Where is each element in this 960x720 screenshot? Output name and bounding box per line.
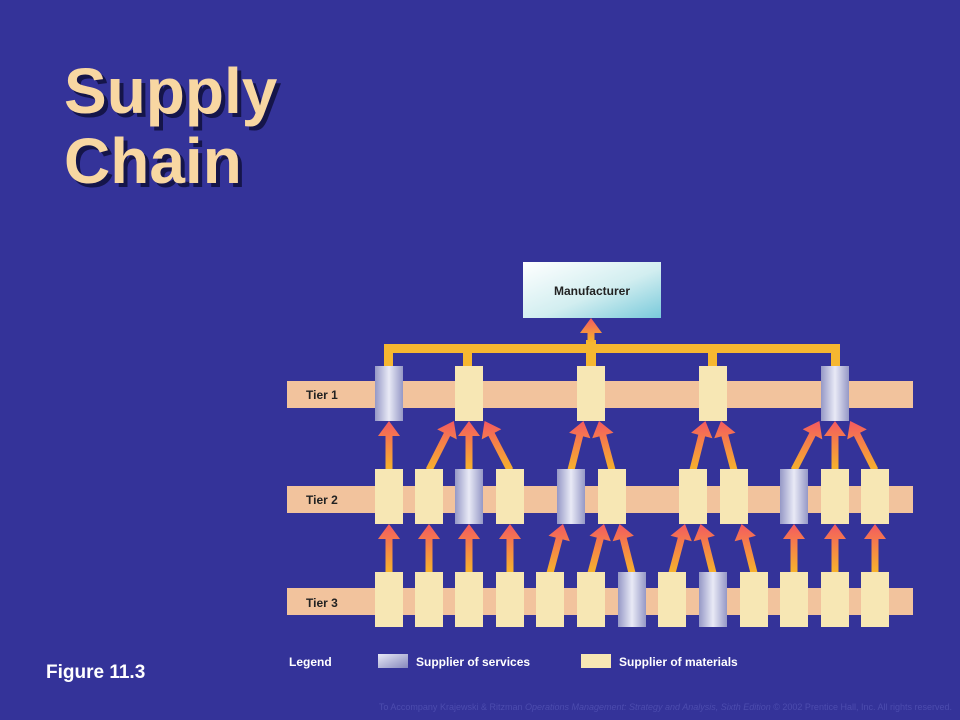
tier-3-materials-supplier-11 bbox=[780, 572, 808, 627]
tier-3-materials-supplier-10 bbox=[740, 572, 768, 627]
flow-arrow-tier3-to-tier2-7 bbox=[612, 524, 636, 574]
tier-3-materials-supplier-2 bbox=[415, 572, 443, 627]
tier-1-materials-supplier-4 bbox=[699, 366, 727, 421]
flow-arrow-tier3-to-tier2-8 bbox=[668, 524, 692, 574]
legend-title: Legend bbox=[289, 655, 332, 669]
flow-arrow-tier3-to-tier2-10 bbox=[734, 524, 758, 574]
footer-suffix: © 2002 Prentice Hall, Inc. All rights re… bbox=[770, 702, 952, 712]
flow-arrow-tier2-to-tier1-2 bbox=[425, 421, 457, 472]
tier-2-materials-supplier-4 bbox=[496, 469, 524, 524]
flow-arrow-tier2-to-tier1-11 bbox=[847, 421, 879, 472]
tier-2-service-supplier-9 bbox=[780, 469, 808, 524]
tier-3-materials-supplier-8 bbox=[658, 572, 686, 627]
tier-1-service-supplier-1 bbox=[375, 366, 403, 421]
tier-3-materials-supplier-5 bbox=[536, 572, 564, 627]
legend-services-label: Supplier of services bbox=[416, 655, 530, 669]
legend: Legend Supplier of services Supplier of … bbox=[289, 654, 738, 669]
tier-3-materials-supplier-6 bbox=[577, 572, 605, 627]
flow-arrow-tier3-to-tier2-11 bbox=[783, 524, 805, 573]
tier-3-service-supplier-9 bbox=[699, 572, 727, 627]
tier1-connector bbox=[384, 340, 840, 368]
flow-arrow-tier3-to-tier2-3 bbox=[458, 524, 480, 573]
flow-arrow-tier2-to-tier1-10 bbox=[824, 421, 846, 470]
manufacturer-label: Manufacturer bbox=[554, 284, 630, 298]
flow-arrow-tier3-to-tier2-13 bbox=[864, 524, 886, 573]
slide-title: Supply Chain bbox=[64, 56, 277, 196]
flow-arrow-tier3-to-tier2-6 bbox=[587, 524, 611, 574]
tier-1-service-supplier-5 bbox=[821, 366, 849, 421]
title-line-2: Chain bbox=[64, 125, 242, 197]
tier-1-materials-supplier-2 bbox=[455, 366, 483, 421]
flow-arrow-tier3-to-tier2-5 bbox=[546, 524, 570, 574]
tier-2-materials-supplier-1 bbox=[375, 469, 403, 524]
flow-arrows bbox=[378, 318, 886, 574]
tier-3-materials-supplier-1 bbox=[375, 572, 403, 627]
legend-materials-label: Supplier of materials bbox=[619, 655, 738, 669]
flow-arrow-tier2-to-tier1-9 bbox=[790, 421, 823, 472]
flow-arrow-tier2-to-tier1-6 bbox=[592, 421, 616, 471]
legend-swatch-services bbox=[378, 654, 408, 668]
flow-arrow-tier2-to-tier1-3 bbox=[458, 421, 480, 470]
title-line-1: Supply bbox=[64, 55, 278, 127]
manufacturer-node: Manufacturer bbox=[523, 262, 661, 318]
tier-2-materials-supplier-11 bbox=[861, 469, 889, 524]
flow-arrow-tier3-to-tier2-2 bbox=[418, 524, 440, 573]
tier-3-materials-supplier-4 bbox=[496, 572, 524, 627]
flow-arrow-tier2-to-tier1-1 bbox=[378, 421, 400, 470]
figure-label: Figure 11.3 bbox=[46, 662, 146, 683]
flow-arrow-tier3-to-tier2-9 bbox=[693, 524, 717, 574]
tier-2-service-supplier-5 bbox=[557, 469, 585, 524]
tier-2-materials-supplier-10 bbox=[821, 469, 849, 524]
tier-3-materials-supplier-12 bbox=[821, 572, 849, 627]
tier-1-materials-supplier-3 bbox=[577, 366, 605, 421]
tier-2-service-supplier-3 bbox=[455, 469, 483, 524]
supplier-boxes bbox=[375, 366, 889, 627]
flow-arrow-to-manufacturer bbox=[580, 318, 602, 342]
tier-2-materials-supplier-8 bbox=[720, 469, 748, 524]
footer-prefix: To Accompany Krajewski & Ritzman bbox=[378, 702, 525, 712]
legend-swatch-materials bbox=[581, 654, 611, 668]
footer-book-title: Operations Management: Strategy and Anal… bbox=[524, 702, 771, 712]
footer-credit: To Accompany Krajewski & Ritzman Operati… bbox=[379, 702, 952, 712]
flow-arrow-tier3-to-tier2-4 bbox=[499, 524, 521, 573]
flow-arrow-tier3-to-tier2-1 bbox=[378, 524, 400, 573]
tier-3-materials-supplier-3 bbox=[455, 572, 483, 627]
flow-arrow-tier2-to-tier1-8 bbox=[714, 421, 738, 471]
tier-2-materials-supplier-6 bbox=[598, 469, 626, 524]
tier-3-label: Tier 3 bbox=[306, 596, 338, 610]
flow-arrow-tier3-to-tier2-12 bbox=[824, 524, 846, 573]
tier-2-materials-supplier-2 bbox=[415, 469, 443, 524]
tier-2-materials-supplier-7 bbox=[679, 469, 707, 524]
tier-1-label: Tier 1 bbox=[306, 388, 338, 402]
flow-arrow-tier2-to-tier1-7 bbox=[689, 421, 713, 471]
flow-arrow-tier2-to-tier1-4 bbox=[481, 421, 514, 472]
tier-3-service-supplier-7 bbox=[618, 572, 646, 627]
tier-3-materials-supplier-13 bbox=[861, 572, 889, 627]
tier-2-label: Tier 2 bbox=[306, 493, 338, 507]
flow-arrow-tier2-to-tier1-5 bbox=[567, 421, 591, 471]
